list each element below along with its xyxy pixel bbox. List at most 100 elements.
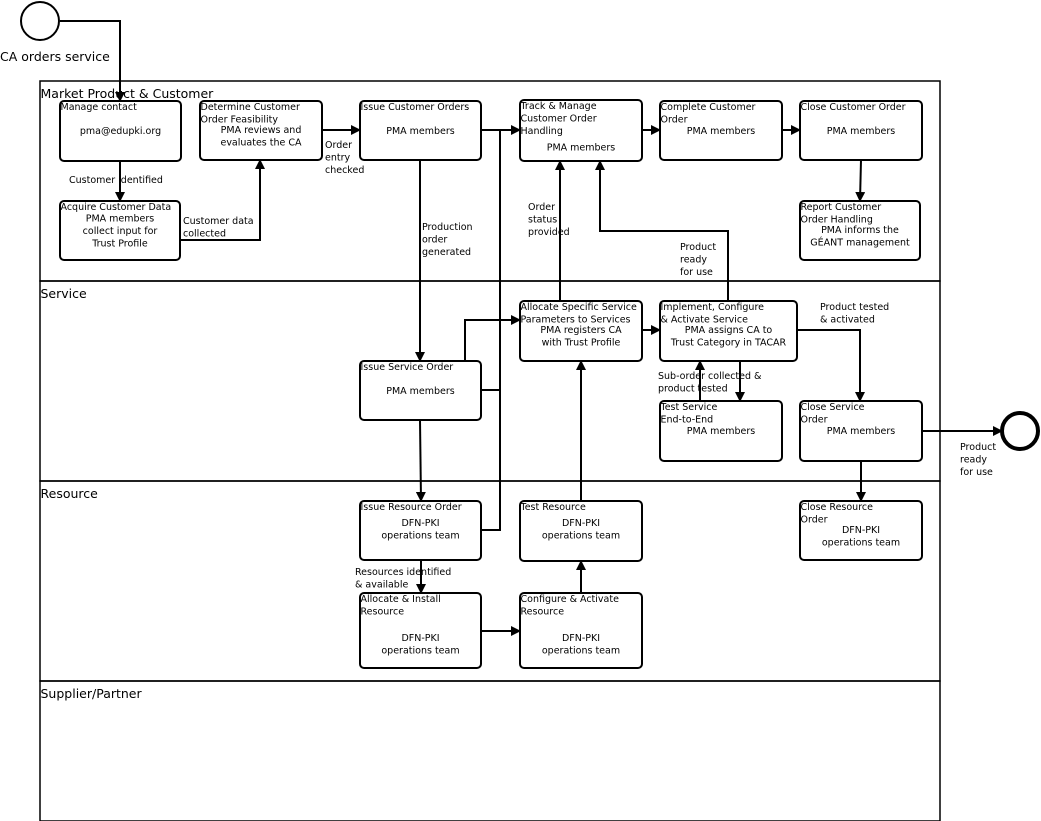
task-box [799,500,923,561]
flow-issue-resource-status-line [481,390,501,531]
lane-label: Service [41,286,88,301]
flow-start-to-manage-contact [60,20,125,102]
task-body: PMA members [386,126,455,137]
flow-label-resources-identified: Resources identified& available [355,567,451,591]
flow-label-line: product tested [658,384,728,395]
flow-issue-service-status-line [481,130,501,391]
task-title: Order [801,415,828,426]
task-box [799,100,923,161]
task-title: Issue Resource Order [361,502,462,513]
flow-label-line: collected [183,229,226,240]
task-body: Trust Profile [91,239,148,250]
flow-label-line: Resources identified [355,567,451,578]
task-title: Order [661,115,688,126]
task-title: Track & Manage [520,101,597,112]
task-title: Acquire Customer Data [61,202,172,213]
lane-label: Market Product & Customer [41,86,215,101]
task-box [359,100,482,161]
task-body: PMA registers CA [540,325,622,336]
task-title: Configure & Activate [521,594,620,605]
task-box [659,400,783,462]
flow-label-line: Order [528,202,555,213]
task-title: Order [801,515,828,526]
task-body: PMA members [687,426,756,437]
task-body: PMA informs the [821,225,899,236]
flow-label-line: Sub-order collected & [658,371,762,382]
task-box [359,360,482,421]
flow-issue-service-to-issue-resource [415,419,426,502]
flow-label-line: Product tested [820,302,889,313]
task-title: Allocate Specific Service [521,302,637,313]
task-box [359,592,482,669]
flow-label-line: ready [680,255,707,266]
start-event: CA orders service [0,1,110,64]
task-title: Complete Customer [661,102,756,113]
start-event-label: CA orders service [0,49,110,64]
task-manage-contact: Manage contact pma@edupki.org [59,100,182,162]
task-body: operations team [822,538,900,549]
task-title: Customer Order [521,114,597,125]
task-boxes: Manage contact pma@edupki.org Determine Cu… [59,99,923,669]
task-body: pma@edupki.org [80,126,161,137]
task-body: DFN-PKI [842,525,880,536]
task-title: Issue Service Order [361,362,454,373]
task-body: PMA members [386,386,455,397]
task-title: & Activate Service [661,315,749,326]
task-body: PMA members [827,426,896,437]
task-title: Handling [521,126,563,137]
task-body: PMA assigns CA to [685,325,773,336]
task-implement-configure: Implement, Configure& Activate ServicePM… [659,300,798,362]
lane-border [39,680,941,821]
flow-label-line: Customer data [183,216,254,227]
task-box [59,100,182,162]
task-box [659,300,798,362]
flow-label-product-tested-activated: Product tested& activated [820,302,889,326]
task-title: Determine Customer [201,102,300,113]
task-allocate-install-resource: Allocate & InstallResourceDFN-PKIoperati… [359,592,482,669]
flow-label-line: Customer identified [69,175,163,186]
task-title: Resource [521,607,565,618]
flow-acquire-to-determine [180,159,265,241]
flow-label-line: order [422,235,447,246]
task-title: Close Resource [801,502,874,513]
task-title: Close Service [801,402,865,413]
flow-label-line: Production [422,222,473,233]
flow-label-customer-data-collected: Customer data collected [183,216,254,240]
swimlanes: Market Product & CustomerServiceResource… [39,80,941,821]
task-body: operations team [381,646,459,657]
flow-close-customer-to-report [855,159,866,202]
flow-label-line: Product [680,242,716,253]
flow-implement-to-close-service [797,329,865,402]
task-box [519,300,643,362]
task-body: PMA members [547,142,616,153]
task-box [59,200,181,261]
task-body: DFN-PKI [401,518,439,529]
task-title: Manage contact [61,102,138,113]
task-body: collect input for [83,226,158,237]
task-body: DFN-PKI [562,518,600,529]
task-body: GÉANT management [810,237,910,249]
task-body: DFN-PKI [562,633,600,644]
task-box [359,500,482,561]
task-body: DFN-PKI [401,633,439,644]
task-title: Test Resource [520,502,586,513]
end-event-label: for use [960,467,993,478]
task-box [799,200,921,261]
lane-label: Resource [41,486,99,501]
task-title: End-to-End [661,415,714,426]
lane-supplier: Supplier/Partner [39,680,941,821]
task-title: Parameters to Services [521,315,631,326]
